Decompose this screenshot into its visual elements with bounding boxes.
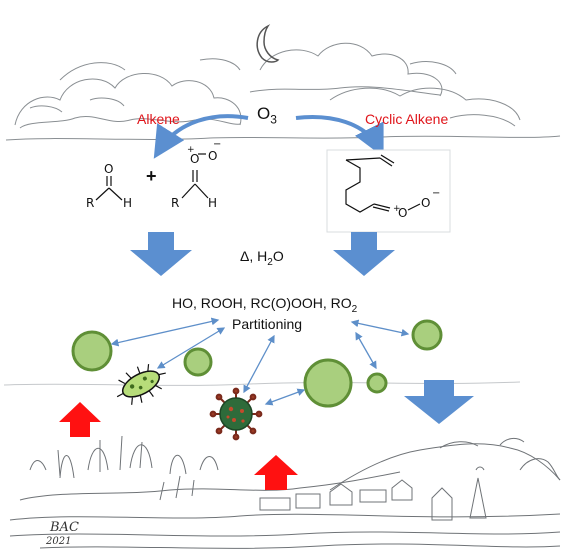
exchange-arrow [243, 334, 275, 394]
exchange-arrow [355, 331, 377, 370]
conditions-subscript: 2 [267, 256, 273, 268]
particle-right [411, 319, 443, 351]
reaction-down-arrow-right [333, 232, 395, 276]
particle-large-center [303, 358, 353, 408]
aldehyde-h-atom: H [123, 196, 133, 210]
sky-clouds [5, 42, 561, 141]
criegee-plus-charge: + [187, 145, 195, 155]
cyclic-o-minus-atom: O [421, 196, 431, 210]
cyclic-plus-charge: + [393, 204, 401, 214]
landscape-sketch [3, 381, 561, 549]
exchange-arrow [156, 327, 226, 369]
products-subscript: 2 [351, 303, 358, 315]
exchange-arrow [110, 317, 220, 347]
criegee-r-group: R [171, 196, 180, 210]
particle-large-left [71, 330, 113, 372]
plus-sign: + [146, 166, 157, 186]
ozone-symbol: O [257, 104, 271, 123]
particle-small-center [366, 372, 388, 394]
artist-initials: BAC [50, 520, 79, 535]
crescent-moon-icon [256, 24, 280, 63]
cyclic-minus-charge: − [432, 188, 441, 199]
ozone-label: O3 [257, 104, 277, 126]
alkene-label: Alkene [137, 111, 180, 127]
aldehyde-r-group: R [86, 196, 95, 210]
artist-year: 2021 [46, 536, 72, 547]
criegee-h-atom: H [208, 196, 218, 210]
emission-up-arrow-right [254, 455, 298, 490]
deposition-down-arrow [404, 380, 474, 424]
ozone-subscript: 3 [270, 112, 277, 127]
cyclic-product-structure [345, 154, 421, 213]
cyclic-alkene-label: Cyclic Alkene [365, 111, 449, 127]
exchange-arrow [350, 319, 410, 337]
alkene-ozonolysis-arrow [153, 114, 249, 159]
conditions-text: Δ, H [240, 248, 268, 264]
bacterium-icon [116, 364, 166, 405]
cyclic-o-plus-atom: O [398, 206, 408, 220]
exchange-arrow [264, 388, 306, 406]
aldehyde-structure [95, 176, 123, 201]
products-text: HO, ROOH, RC(O)OOH, RO [172, 295, 352, 311]
aldehyde-o-atom: O [104, 162, 114, 176]
particle-mid-left [183, 347, 213, 377]
criegee-o-atom: O [190, 152, 200, 166]
cyclic-alkene-ozonolysis-arrow [295, 115, 384, 158]
criegee-minus-charge: − [213, 139, 222, 150]
conditions-end: O [272, 248, 284, 264]
reaction-down-arrow-left [130, 232, 192, 276]
emission-up-arrow-left [59, 402, 101, 437]
products-line: HO, ROOH, RC(O)OOH, RO2 [172, 295, 357, 315]
criegee-intermediate-structure [181, 153, 209, 199]
criegee-o-minus-atom: O [208, 149, 218, 163]
exchange-arrows [110, 317, 410, 406]
virus-icon [209, 387, 263, 441]
partitioning-label: Partitioning [232, 316, 303, 332]
conditions-label: Δ, H2O [240, 248, 284, 268]
